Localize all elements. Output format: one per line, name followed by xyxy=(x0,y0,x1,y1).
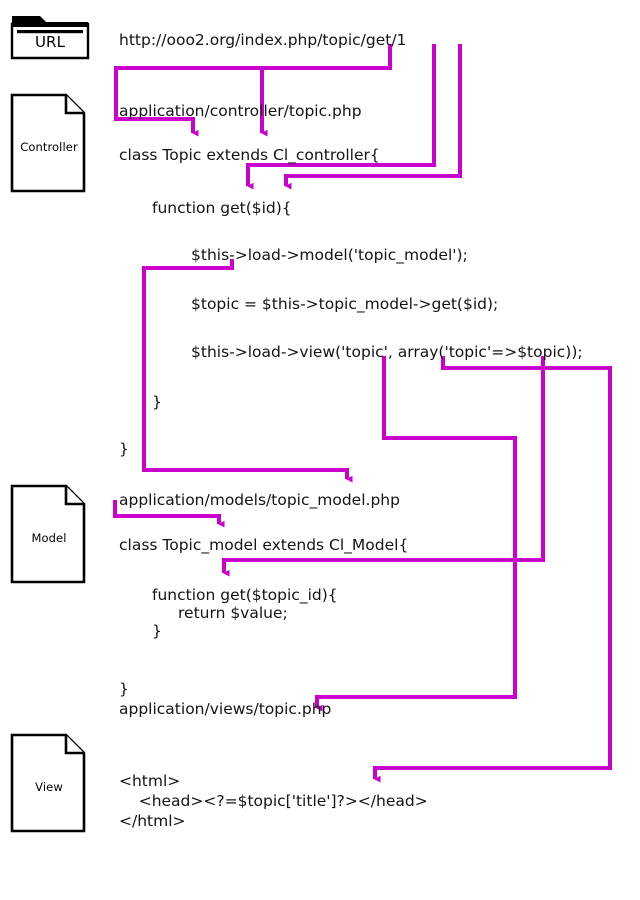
model-class-close-brace: } xyxy=(119,680,129,698)
stage-icon-controller xyxy=(10,93,90,193)
connector-view-call-to-view-file xyxy=(315,356,517,712)
model-return-statement: return $value; xyxy=(178,604,288,622)
view-file-path: application/views/topic.php xyxy=(119,700,332,718)
controller-method-signature: function get($id){ xyxy=(152,199,292,217)
view-html-close-tag: </html> xyxy=(119,812,186,830)
model-file-path: application/models/topic_model.php xyxy=(119,491,400,509)
controller-class-declaration: class Topic extends Cl_controller{ xyxy=(119,146,380,164)
controller-class-close-brace: } xyxy=(119,440,129,458)
stage-label-view: View xyxy=(35,780,63,794)
stage-icon-model xyxy=(10,484,90,584)
controller-topic-assignment: $topic = $this->topic_model->get($id); xyxy=(191,295,499,313)
stage-label-controller: Controller xyxy=(20,140,78,154)
controller-load-view-call: $this->load->view('topic', array('topic'… xyxy=(191,343,583,361)
connector-array-topic-to-view-variable xyxy=(373,356,612,783)
stage-label-model: Model xyxy=(31,531,67,545)
controller-file-path: application/controller/topic.php xyxy=(119,102,362,120)
stage-icon-url xyxy=(10,14,90,60)
model-class-declaration: class Topic_model extends Cl_Model{ xyxy=(119,536,409,554)
model-method-signature: function get($topic_id){ xyxy=(152,586,338,604)
stage-icon-view xyxy=(10,733,90,833)
view-html-open-tag: <html> xyxy=(119,772,181,790)
model-method-close-brace: } xyxy=(152,622,162,640)
url-text: http://ooo2.org/index.php/topic/get/1 xyxy=(119,31,407,49)
connector-load-model-to-model-file xyxy=(142,259,353,483)
controller-method-close-brace: } xyxy=(152,393,162,411)
stage-label-url: URL xyxy=(34,33,66,51)
controller-load-model-call: $this->load->model('topic_model'); xyxy=(191,246,468,264)
view-head-tag-with-topic-title: <head><?=$topic['title']?></head> xyxy=(119,792,428,810)
